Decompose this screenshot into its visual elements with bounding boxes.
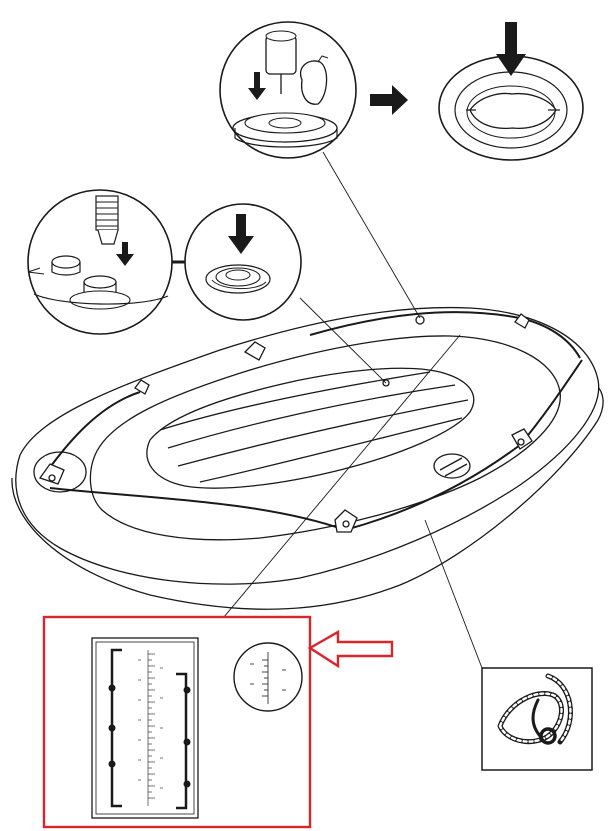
boat-lifeline [344,444,521,531]
d-ring [134,379,150,395]
arrow-right-icon [370,85,408,115]
floor-seam [199,417,463,483]
boat-lifeline [309,311,521,336]
ruler-scale-icon [250,652,286,704]
oar-holder [439,457,468,477]
rope-detail [481,667,593,771]
callout-valve-closed [438,22,584,161]
oar-holder [433,453,471,479]
rope-icon [497,673,573,745]
arrow-down-icon [496,22,526,76]
d-ring [514,313,530,329]
floor-seam [159,371,431,431]
boat [11,306,604,610]
oar-holder [33,451,87,493]
boat-valve [415,315,425,325]
label-panel [91,637,199,819]
floor-seam [167,384,456,449]
floor-seam [177,399,469,467]
ruler-scale-icon [138,650,163,806]
arrow-down-icon [248,72,266,100]
pump-hose-icon [265,35,297,75]
boat-lifeline [49,487,346,531]
callout-valve-open [219,21,357,159]
ruler-detail [42,615,312,829]
arrow-left-icon [307,629,394,669]
callout-pump-hose [27,189,173,335]
pump-hose-icon [95,195,119,245]
boat-floor [146,367,475,489]
d-ring [38,463,65,485]
d-ring [511,428,533,450]
arrow-down-icon [116,242,134,266]
valve-cap-icon [299,60,328,105]
boat-lifeline [47,391,141,471]
rope-box [481,667,593,771]
d-ring [243,341,266,361]
d-ring [334,509,358,533]
callout-boston-valve [184,203,302,321]
valve-closed-icon [469,92,557,130]
arrow-down-icon [228,214,254,254]
